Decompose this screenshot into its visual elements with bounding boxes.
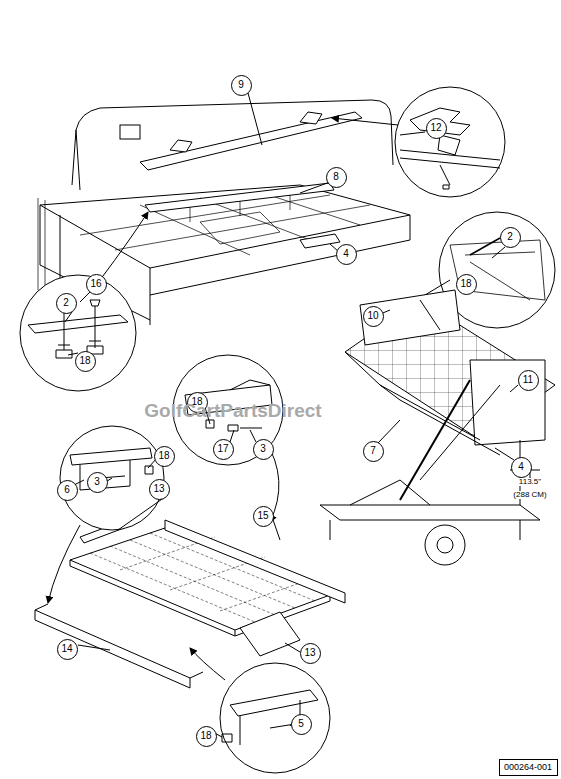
callout-number: 8 bbox=[326, 167, 347, 188]
callout-text: 3 bbox=[94, 477, 100, 487]
callout-number: 3 bbox=[87, 472, 108, 493]
drawing-number: 000264-001 bbox=[504, 763, 552, 772]
callout-text: 6 bbox=[64, 485, 70, 495]
drawing-number-box: 000264-001 bbox=[499, 759, 558, 776]
callout-text: 16 bbox=[90, 279, 101, 289]
callout-text: 13 bbox=[153, 484, 164, 494]
callout-text: 4 bbox=[518, 462, 524, 472]
callout-number: 9 bbox=[231, 75, 252, 96]
callout-text: 12 bbox=[430, 123, 441, 133]
callout-number: 13 bbox=[300, 643, 321, 664]
callout-number: 2 bbox=[56, 293, 77, 314]
callout-number: 6 bbox=[57, 480, 78, 501]
callout-number: 18 bbox=[456, 274, 477, 295]
callout-number: 18 bbox=[154, 446, 175, 467]
callout-text: 9 bbox=[238, 80, 244, 90]
callout-number: 15 bbox=[253, 506, 274, 527]
callout-number: 4 bbox=[336, 244, 357, 265]
watermark: GolfCartPartsDirect bbox=[144, 401, 321, 420]
callout-number: 17 bbox=[213, 439, 234, 460]
callout-text: 15 bbox=[257, 511, 268, 521]
dimension-label: 113.5" bbox=[519, 478, 541, 486]
callout-text: 2 bbox=[507, 232, 513, 242]
callout-text: 4 bbox=[343, 249, 349, 259]
callout-text: 2 bbox=[63, 298, 69, 308]
callout-text: 5 bbox=[298, 719, 304, 729]
callout-number: 13 bbox=[149, 479, 170, 500]
callout-text: 8 bbox=[333, 172, 339, 182]
callout-number: 18 bbox=[75, 351, 96, 372]
callout-number: 12 bbox=[426, 118, 447, 139]
callout-text: 3 bbox=[260, 444, 266, 454]
callout-number: 5 bbox=[291, 714, 312, 735]
callout-number: 4 bbox=[511, 457, 532, 478]
callout-text: 14 bbox=[61, 644, 72, 654]
callout-number: 16 bbox=[86, 274, 107, 295]
callout-number: 10 bbox=[363, 306, 384, 327]
dimension-label: (288 CM) bbox=[513, 491, 546, 499]
callout-text: 7 bbox=[370, 446, 376, 456]
callout-text: 18 bbox=[200, 731, 211, 741]
callout-number: 7 bbox=[363, 441, 384, 462]
callout-text: 18 bbox=[79, 356, 90, 366]
callout-number: 14 bbox=[57, 639, 78, 660]
callout-number: 3 bbox=[253, 439, 274, 460]
callout-text: 17 bbox=[217, 444, 228, 454]
callout-text: 10 bbox=[367, 311, 378, 321]
callout-text: 18 bbox=[460, 279, 471, 289]
callout-number: 18 bbox=[196, 726, 217, 747]
callout-text: 13 bbox=[304, 648, 315, 658]
callout-text: 11 bbox=[523, 375, 533, 385]
callout-number: 2 bbox=[500, 227, 521, 248]
callout-text: 18 bbox=[158, 451, 169, 461]
callout-number: 11 bbox=[518, 370, 539, 391]
